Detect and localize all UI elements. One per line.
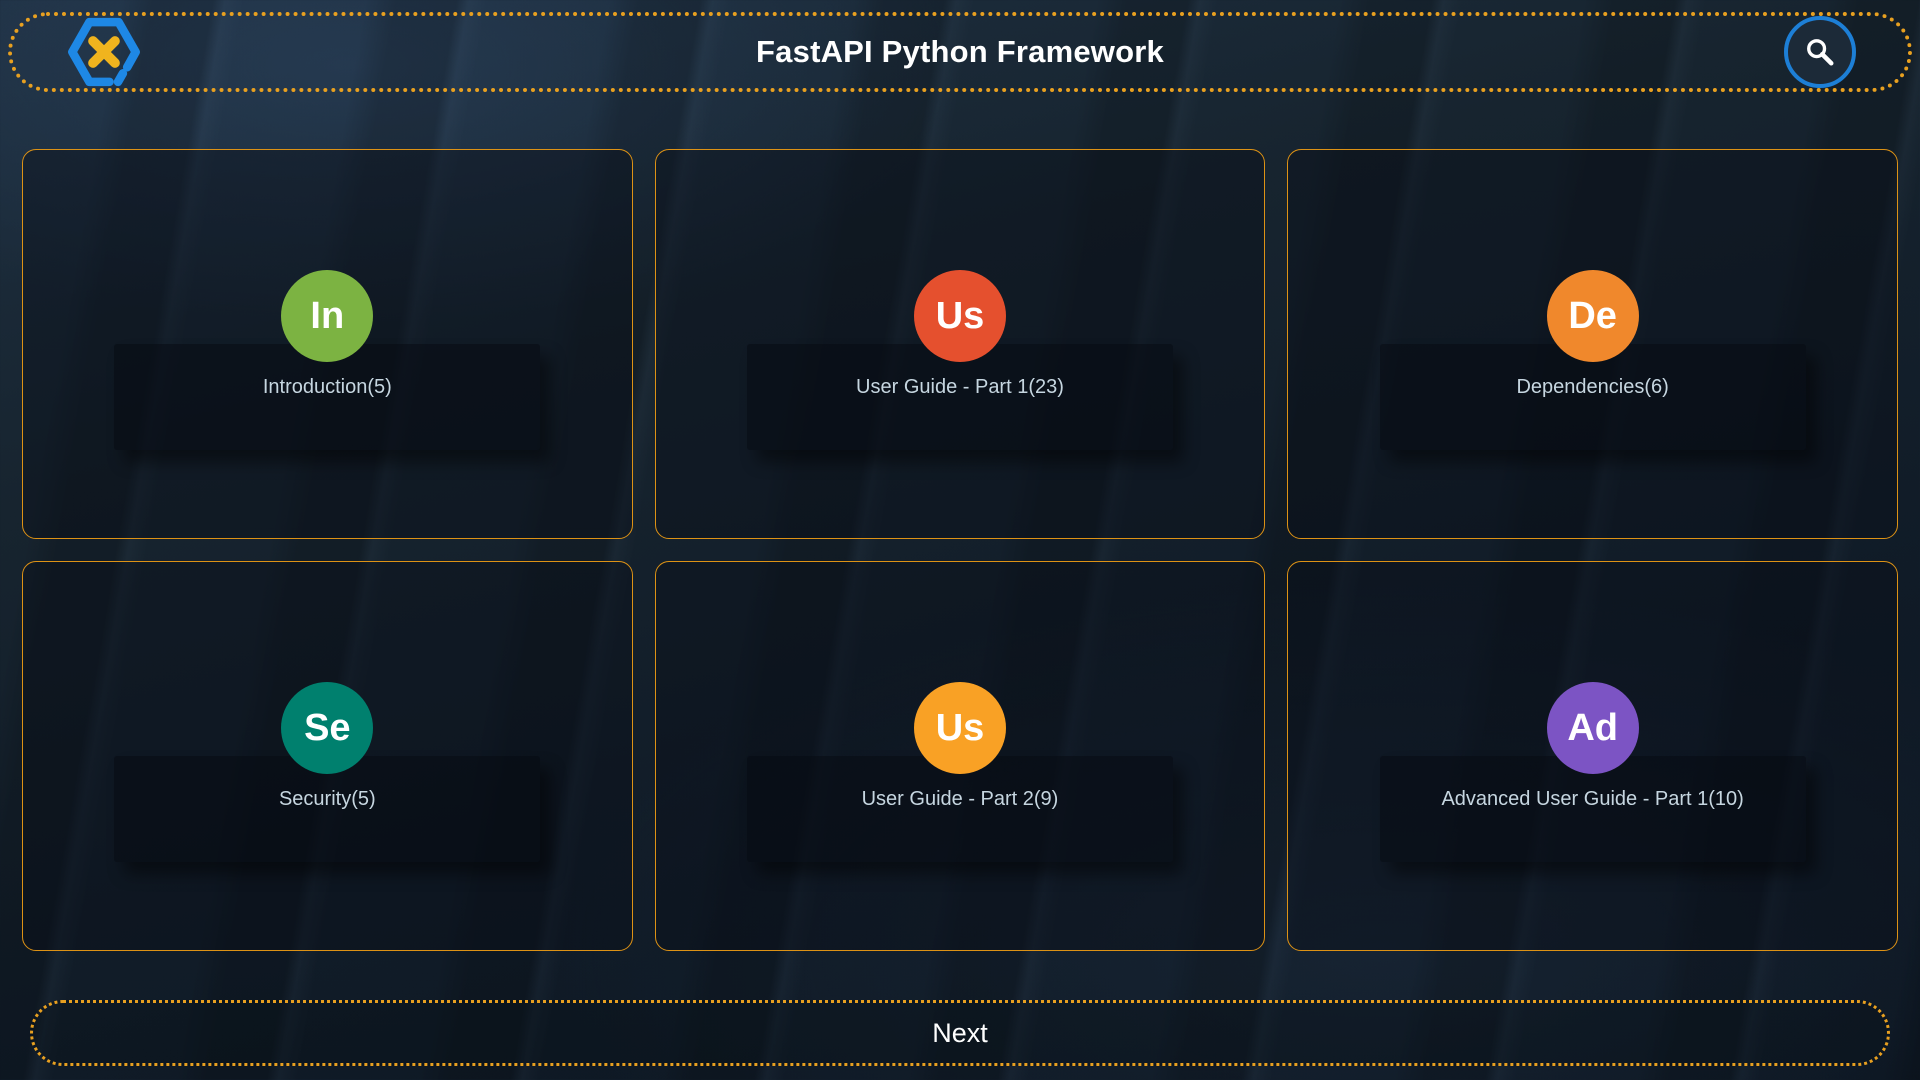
header: FastAPI Python Framework bbox=[8, 12, 1912, 92]
card-advanced-user-guide-part-1[interactable]: Ad Advanced User Guide - Part 1(10) bbox=[1287, 561, 1898, 951]
card-label: Advanced User Guide - Part 1(10) bbox=[1441, 788, 1744, 810]
card-label: User Guide - Part 2(9) bbox=[861, 788, 1059, 810]
card-label: Introduction(5) bbox=[262, 376, 392, 398]
card-tile: Ad Advanced User Guide - Part 1(10) bbox=[1379, 682, 1806, 862]
avatar-user-guide-part-2: Us bbox=[913, 682, 1006, 774]
card-security[interactable]: Se Security(5) bbox=[22, 561, 633, 951]
avatar-advanced-user-guide-part-1: Ad bbox=[1546, 682, 1639, 774]
card-tile: Us User Guide - Part 1(23) bbox=[746, 270, 1174, 450]
card-tile: Se Security(5) bbox=[114, 682, 541, 862]
avatar-introduction: In bbox=[281, 270, 374, 362]
search-button[interactable] bbox=[1784, 16, 1856, 88]
card-user-guide-part-1[interactable]: Us User Guide - Part 1(23) bbox=[654, 149, 1266, 539]
search-icon bbox=[1807, 39, 1834, 66]
close-hexagon-button[interactable] bbox=[64, 12, 144, 92]
avatar-user-guide-part-1: Us bbox=[913, 270, 1006, 362]
avatar-security: Se bbox=[281, 682, 374, 774]
card-user-guide-part-2[interactable]: Us User Guide - Part 2(9) bbox=[654, 561, 1266, 951]
card-tile: De Dependencies(6) bbox=[1379, 270, 1806, 450]
card-label: Dependencies(6) bbox=[1516, 376, 1669, 398]
card-label: Security(5) bbox=[278, 788, 376, 810]
hexagon-x-icon bbox=[68, 17, 140, 87]
card-dependencies[interactable]: De Dependencies(6) bbox=[1287, 149, 1898, 539]
card-tile: Us User Guide - Part 2(9) bbox=[746, 682, 1174, 862]
next-button[interactable]: Next bbox=[30, 1000, 1890, 1066]
page-title: FastAPI Python Framework bbox=[756, 34, 1164, 69]
avatar-dependencies: De bbox=[1546, 270, 1639, 362]
card-label: User Guide - Part 1(23) bbox=[856, 376, 1064, 398]
card-introduction[interactable]: In Introduction(5) bbox=[22, 149, 633, 539]
next-button-label: Next bbox=[932, 1017, 988, 1048]
card-tile: In Introduction(5) bbox=[114, 270, 541, 450]
card-grid: In Introduction(5) Us User Guide - Part … bbox=[22, 149, 1898, 951]
